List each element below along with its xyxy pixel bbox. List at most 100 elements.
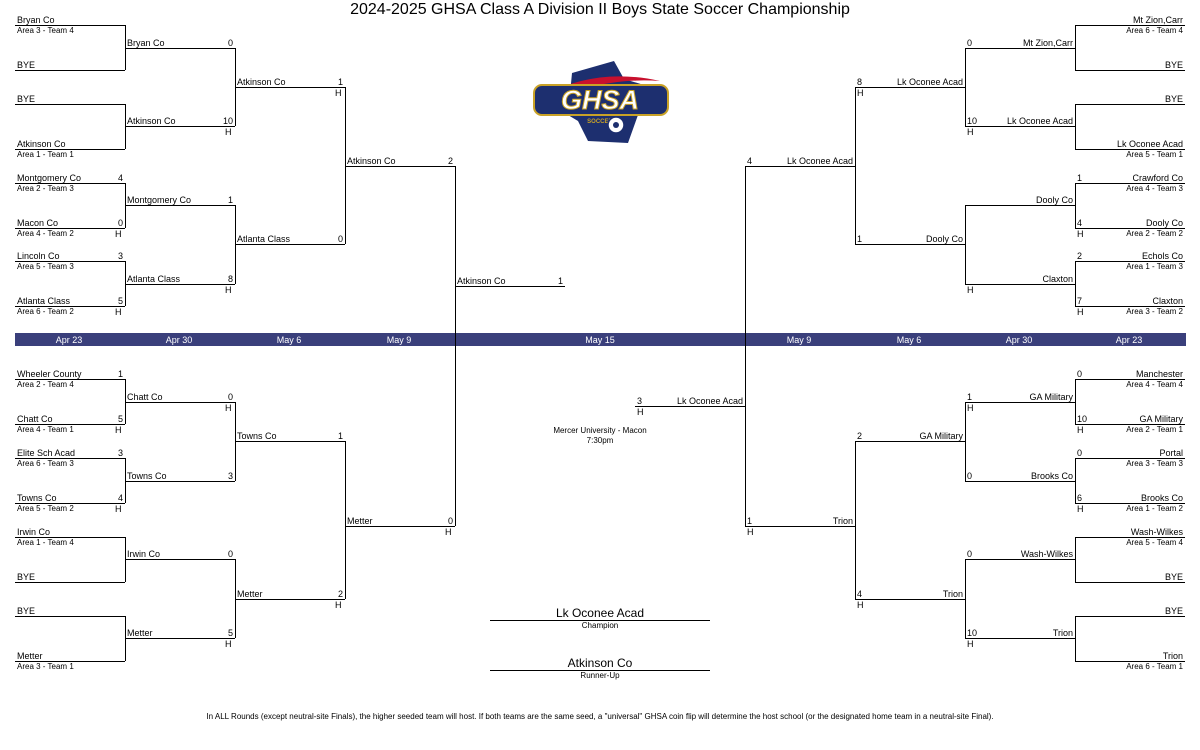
footnote: In ALL Rounds (except neutral-site Final… [206, 712, 994, 721]
team-name: Wash-Wilkes [1020, 549, 1073, 559]
team-score: 3 [637, 396, 643, 406]
team-score: 0 [227, 38, 233, 48]
team-name: Atlanta Class [127, 274, 181, 284]
team-name: Atkinson Co [237, 77, 286, 87]
team-seed: Area 1 - Team 3 [1126, 262, 1183, 271]
bracket-line [15, 70, 125, 71]
round-date: May 9 [386, 335, 412, 345]
bracket-line [235, 441, 345, 442]
round-date: Apr 23 [1115, 335, 1143, 345]
host-marker: H [857, 600, 864, 610]
team-score: 0 [227, 392, 233, 402]
bracket-line [965, 559, 1075, 560]
team-seed: Area 5 - Team 3 [17, 262, 74, 271]
champion-line [490, 620, 710, 621]
bracket-line [15, 183, 125, 184]
host-marker: H [967, 639, 974, 649]
bracket-connector [125, 25, 126, 70]
bracket-connector [235, 559, 236, 638]
host-marker: H [225, 639, 232, 649]
host-marker: H [967, 403, 974, 413]
host-marker: H [1077, 307, 1084, 317]
team-score: 0 [117, 218, 123, 228]
bracket-connector [125, 104, 126, 149]
bracket-line [965, 284, 1075, 285]
bracket-line [125, 638, 235, 639]
team-name: Atkinson Co [457, 276, 506, 286]
team-name: Chatt Co [127, 392, 163, 402]
round-date: Apr 30 [1005, 335, 1033, 345]
team-score: 6 [1077, 493, 1083, 503]
team-name: Atkinson Co [17, 139, 66, 149]
team-score: 1 [857, 234, 863, 244]
bracket-line [965, 126, 1075, 127]
team-seed: Area 3 - Team 4 [17, 26, 74, 35]
team-score: 2 [337, 589, 343, 599]
team-name: GA Military [919, 431, 963, 441]
team-score: 0 [227, 549, 233, 559]
bracket-line [855, 244, 965, 245]
bracket-connector [235, 402, 236, 481]
team-name: Manchester [1135, 369, 1183, 379]
bracket-line [125, 481, 235, 482]
bracket-line [1075, 458, 1185, 459]
team-score: 4 [117, 173, 123, 183]
bracket-line [965, 205, 1075, 206]
team-name: GA Military [1139, 414, 1183, 424]
team-seed: Area 2 - Team 2 [1126, 229, 1183, 238]
team-score: 0 [447, 516, 453, 526]
team-name: GA Military [1029, 392, 1073, 402]
team-name: Crawford Co [1132, 173, 1183, 183]
bracket-line [1075, 424, 1185, 425]
champion-name: Lk Oconee Acad [555, 606, 645, 620]
bracket-connector [745, 166, 746, 526]
bracket-line [965, 481, 1075, 482]
bracket-connector [1075, 261, 1076, 306]
host-marker: H [115, 504, 122, 514]
bracket-line [855, 87, 965, 88]
team-seed: Area 2 - Team 1 [1126, 425, 1183, 434]
team-name: Lincoln Co [17, 251, 60, 261]
round-date: Apr 30 [165, 335, 193, 345]
team-name: BYE [17, 60, 36, 70]
team-score: 10 [967, 628, 978, 638]
team-score: 2 [1077, 251, 1083, 261]
bracket-connector [855, 441, 856, 599]
team-name: Macon Co [17, 218, 59, 228]
bracket-connector [965, 559, 966, 638]
team-name: BYE [1164, 94, 1183, 104]
bracket-line [965, 402, 1075, 403]
bracket-connector [965, 205, 966, 284]
team-name: Brooks Co [1140, 493, 1183, 503]
host-marker: H [747, 527, 754, 537]
team-score: 10 [223, 116, 234, 126]
round-date-band [15, 333, 1186, 346]
bracket-line [15, 503, 125, 504]
bracket-line [1075, 306, 1185, 307]
team-seed: Area 1 - Team 4 [17, 538, 74, 547]
team-score: 1 [117, 369, 123, 379]
team-score: 10 [967, 116, 978, 126]
team-name: Dooly Co [1035, 195, 1073, 205]
bracket-line [15, 149, 125, 150]
team-name: Chatt Co [17, 414, 53, 424]
team-name: Elite Sch Acad [17, 448, 76, 458]
bracket-connector [855, 87, 856, 244]
team-name: Metter [347, 516, 373, 526]
team-score: 1 [557, 276, 563, 286]
team-name: Mt Zion,Carr [1132, 15, 1183, 25]
team-name: BYE [1164, 60, 1183, 70]
team-seed: Area 2 - Team 3 [17, 184, 74, 193]
team-name: Lk Oconee Acad [786, 156, 853, 166]
team-score: 1 [337, 77, 343, 87]
team-name: Atkinson Co [127, 116, 176, 126]
team-seed: Area 4 - Team 4 [1126, 380, 1183, 389]
host-marker: H [115, 307, 122, 317]
venue-time: 7:30pm [586, 436, 614, 445]
team-name: Metter [237, 589, 263, 599]
bracket-connector [125, 537, 126, 582]
bracket-line [1075, 503, 1185, 504]
team-score: 4 [1077, 218, 1083, 228]
team-name: Lk Oconee Acad [676, 396, 743, 406]
host-marker: H [115, 229, 122, 239]
